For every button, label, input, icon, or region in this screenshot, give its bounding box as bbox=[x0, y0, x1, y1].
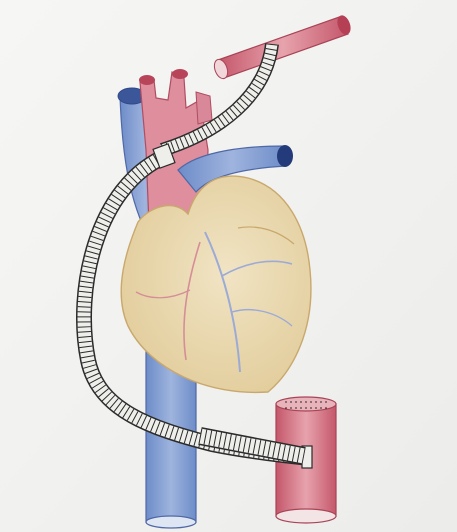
drawing-stage bbox=[0, 0, 457, 532]
heart-illustration bbox=[0, 0, 457, 532]
